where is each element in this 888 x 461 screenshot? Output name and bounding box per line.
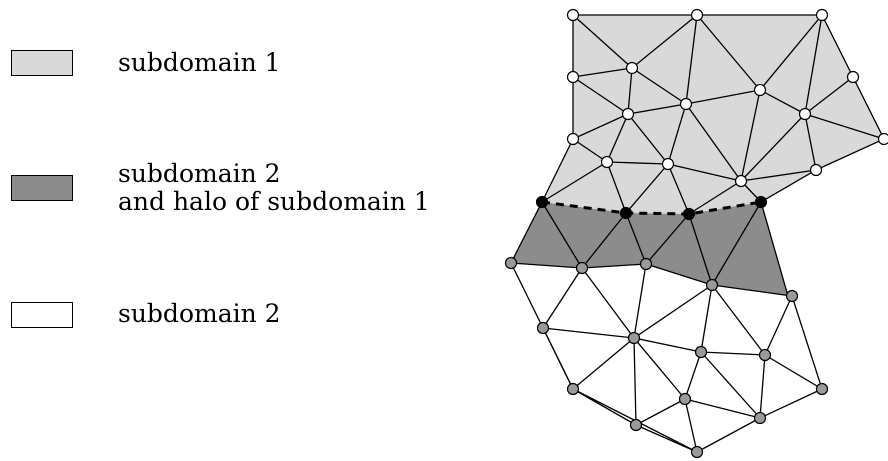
node [753,83,767,97]
node [627,331,641,345]
mesh-edges [510,14,885,453]
legend-label-subdomain-2: subdomain 2 [118,299,281,328]
node [679,97,693,111]
legend-swatch-subdomain-1 [11,50,73,76]
node [846,70,860,84]
node [600,155,614,169]
node [753,411,767,425]
legend-label-halo: subdomain 2 and halo of subdomain 1 [118,159,430,216]
node [678,392,692,406]
interface-nodes [535,195,768,221]
node [619,206,633,220]
node [575,261,589,275]
node [566,382,580,396]
node [535,195,549,209]
halo-region [511,202,788,296]
interface-dashed-line [541,200,762,216]
node [690,8,704,22]
node [504,256,518,270]
node [815,8,829,22]
node [877,132,888,146]
node [629,418,643,432]
node [734,174,748,188]
node [625,61,639,75]
legend-swatch-subdomain-2 [11,302,73,328]
node [694,345,708,359]
node [798,107,812,121]
node [639,257,653,271]
node [621,107,635,121]
node [682,207,696,221]
node [661,157,675,171]
subdomain-1-nodes [566,8,888,188]
node [705,278,719,292]
node [754,195,768,209]
node [566,8,580,22]
node [566,70,580,84]
node [690,445,704,459]
node [815,382,829,396]
node [785,289,799,303]
node [536,321,550,335]
subdomain-2-nodes [504,256,829,459]
subdomain-1-region [542,15,884,214]
node [758,348,772,362]
node [566,132,580,146]
node [809,163,823,177]
legend-swatch-halo [11,175,73,201]
legend-label-subdomain-1: subdomain 1 [118,48,281,77]
